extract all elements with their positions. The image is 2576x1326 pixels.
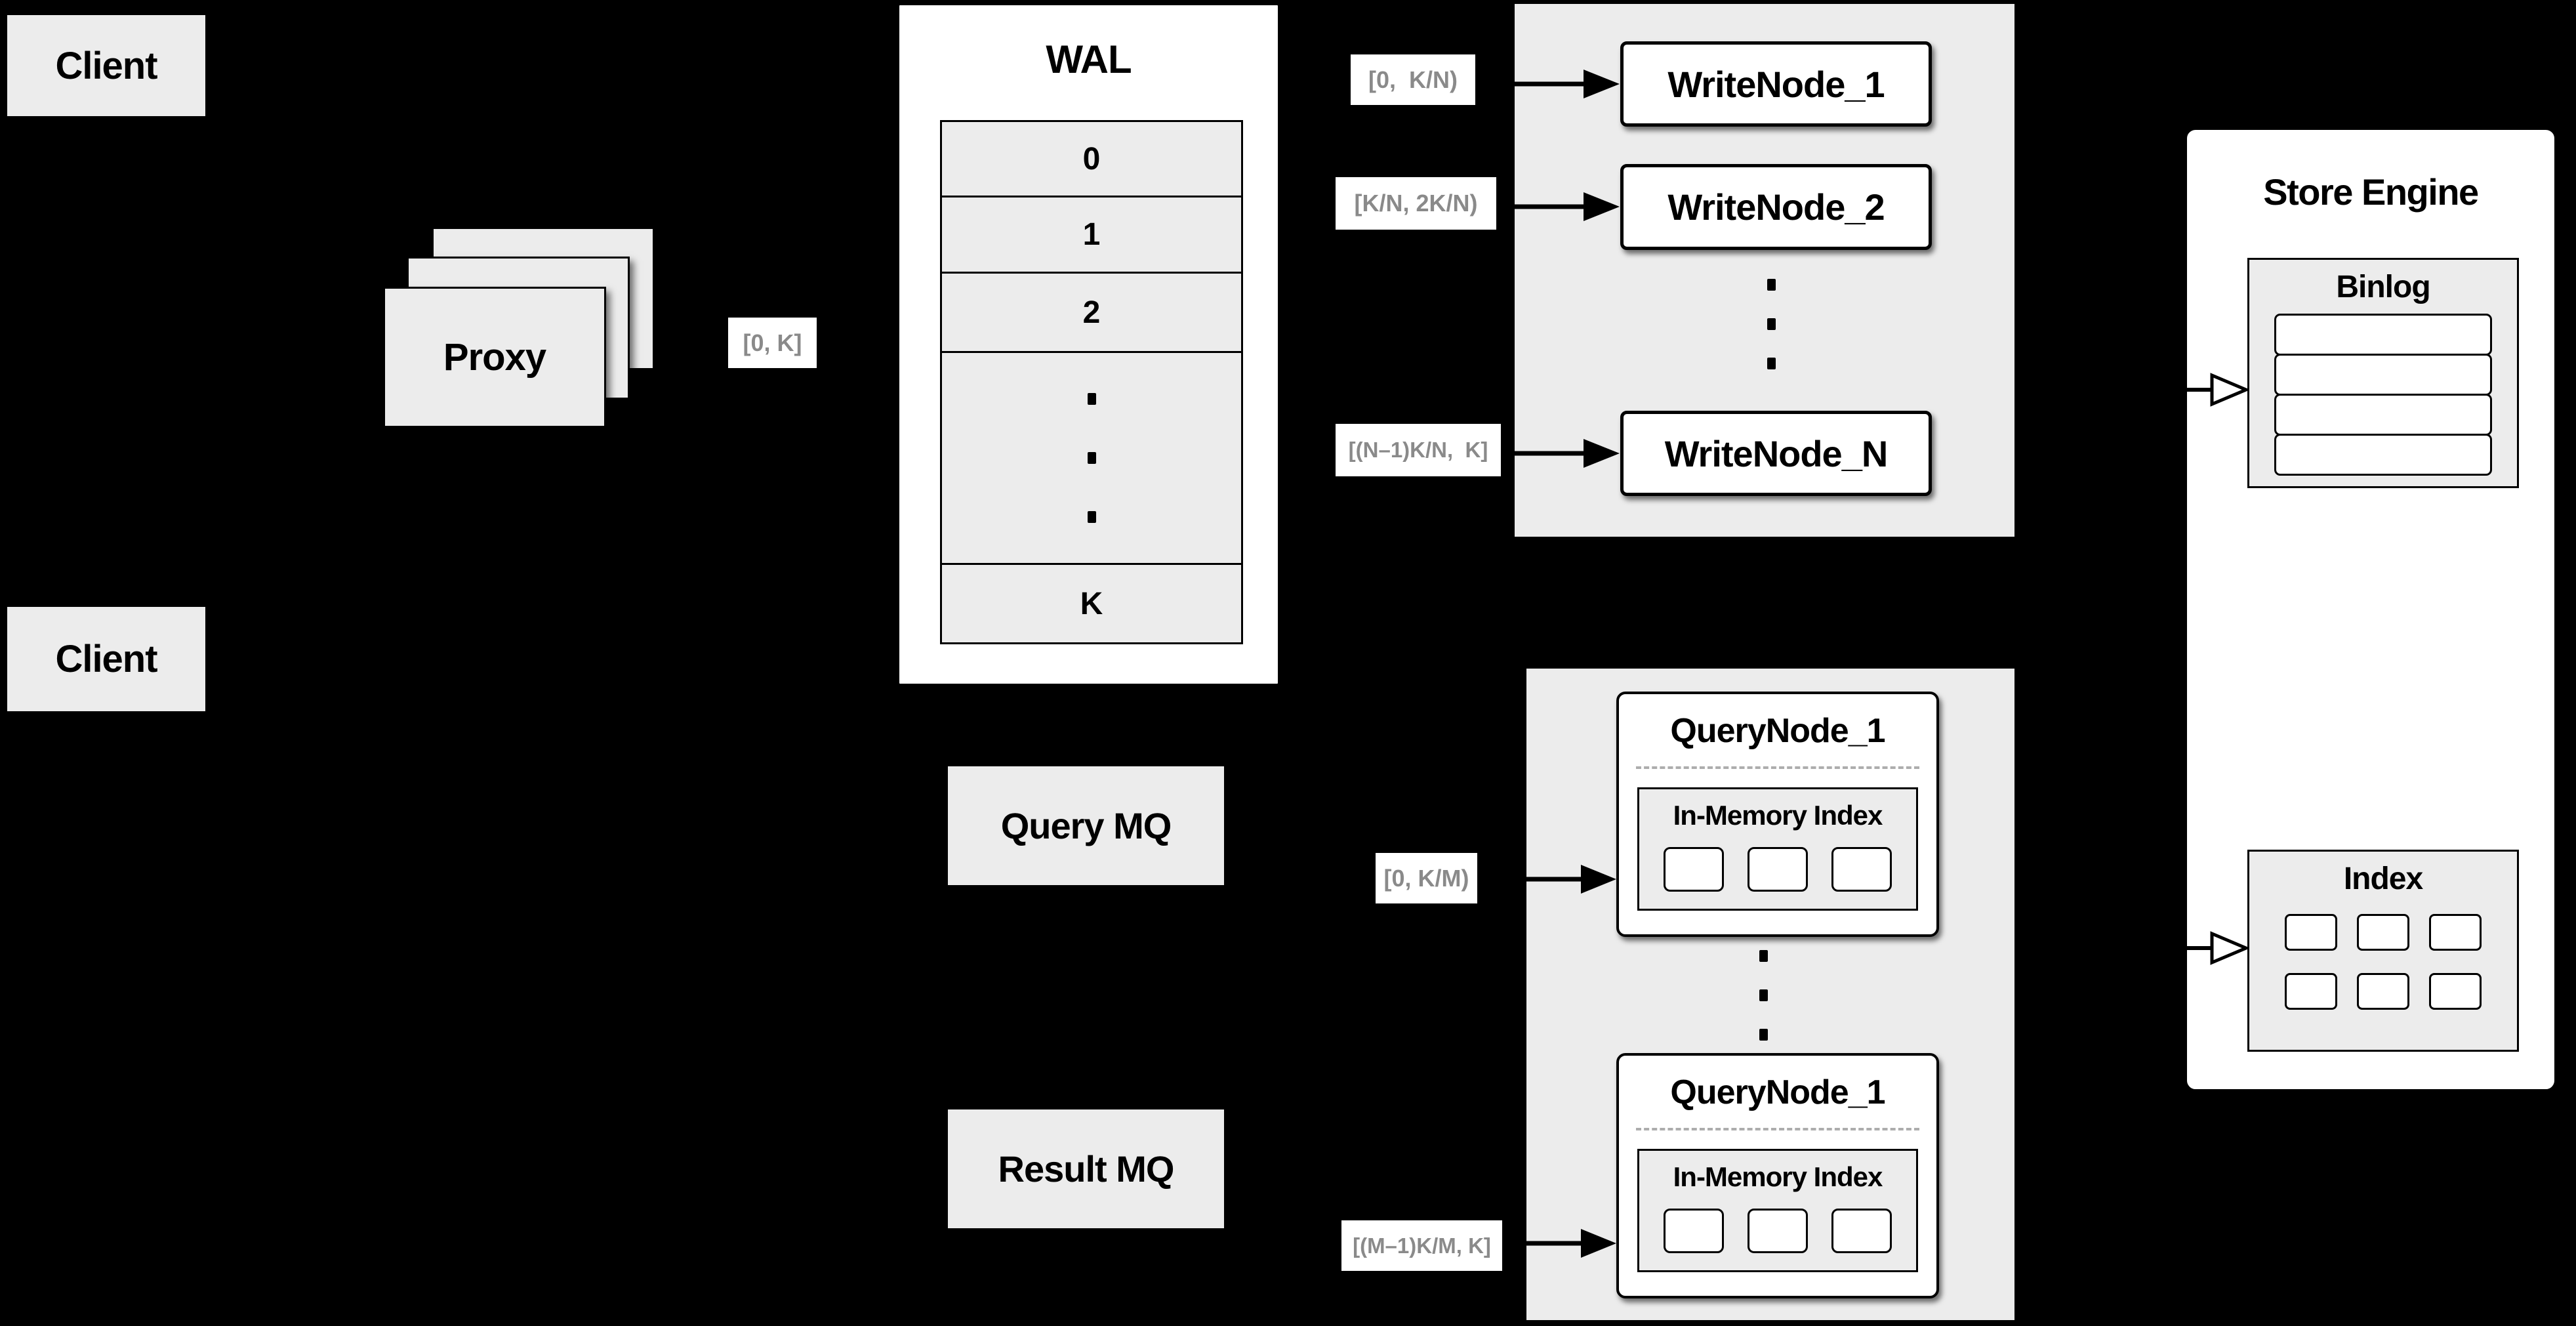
segment-cell	[1664, 847, 1724, 892]
arrow-to-writenode-n	[1513, 439, 1620, 468]
index-cell	[2285, 914, 2337, 951]
index-cell	[2357, 914, 2409, 951]
segment-cells	[1639, 1209, 1916, 1253]
dashed-divider	[1636, 766, 1919, 769]
binlog-box: Binlog	[2247, 258, 2519, 488]
range-label-write-1: [0, K/N)	[1351, 54, 1475, 105]
hollow-arrow-to-binlog	[2187, 373, 2249, 407]
dashed-divider	[1636, 1128, 1919, 1130]
query-node-top: QueryNode_1 In-Memory Index	[1616, 692, 1939, 937]
index-cells	[2249, 914, 2517, 1010]
index-title: Index	[2343, 861, 2423, 896]
result-mq-box: Result MQ	[946, 1108, 1226, 1230]
arrow-to-querynode-m	[1524, 1229, 1616, 1258]
index-row	[2249, 914, 2517, 951]
query-node-title: QueryNode_1	[1670, 712, 1885, 750]
index-cell	[2429, 973, 2482, 1010]
wal-cell-1: 1	[940, 196, 1243, 274]
range-label-proxy-out: [0, K]	[728, 318, 817, 368]
vertical-ellipsis-icon	[1759, 950, 1768, 1068]
client-box-bottom: Client	[5, 605, 207, 713]
index-cell	[2429, 914, 2482, 951]
query-node-title: QueryNode_1	[1670, 1073, 1885, 1111]
index-cell	[2357, 973, 2409, 1010]
in-memory-index-box: In-Memory Index	[1637, 787, 1918, 911]
wal-cell-0: 0	[940, 120, 1243, 197]
wal-box: WAL 0 1 2 K	[897, 3, 1280, 686]
client-label: Client	[55, 638, 157, 680]
query-mq-box: Query MQ	[946, 764, 1226, 887]
proxy-card-front: Proxy	[383, 287, 606, 428]
in-memory-index-label: In-Memory Index	[1673, 800, 1883, 831]
write-node-2: WriteNode_2	[1620, 164, 1932, 250]
wal-cell-k: K	[940, 563, 1243, 644]
range-label-query-1: [0, K/M)	[1376, 853, 1477, 903]
binlog-row	[2274, 394, 2492, 436]
binlog-row	[2274, 314, 2492, 356]
arrow-to-writenode-2	[1513, 192, 1620, 221]
binlog-row	[2274, 434, 2492, 476]
index-box: Index	[2247, 850, 2519, 1052]
segment-cell	[1831, 1209, 1892, 1253]
in-memory-index-box: In-Memory Index	[1637, 1149, 1918, 1272]
range-label-write-2: [K/N, 2K/N)	[1336, 177, 1496, 230]
index-row	[2249, 973, 2517, 1010]
store-engine-title: Store Engine	[2263, 171, 2479, 213]
segment-cell	[1664, 1209, 1724, 1253]
vertical-ellipsis-icon	[1767, 279, 1776, 397]
segment-cells	[1639, 847, 1916, 892]
segment-cell	[1831, 847, 1892, 892]
wal-cells: 0 1 2 K	[940, 120, 1243, 644]
write-node-1: WriteNode_1	[1620, 41, 1932, 127]
arrow-to-writenode-1	[1513, 70, 1620, 98]
segment-cell	[1748, 1209, 1808, 1253]
in-memory-index-label: In-Memory Index	[1673, 1161, 1883, 1192]
write-node-n: WriteNode_N	[1620, 411, 1932, 496]
segment-cell	[1748, 847, 1808, 892]
range-label-query-m: [(M–1)K/M, K]	[1341, 1220, 1502, 1271]
proxy-label: Proxy	[443, 336, 546, 379]
range-label-write-n: [(N–1)K/N, K]	[1336, 424, 1501, 476]
client-label: Client	[55, 44, 157, 87]
client-box-top: Client	[5, 13, 207, 118]
vertical-ellipsis-icon	[1087, 393, 1096, 570]
wal-cell-2: 2	[940, 272, 1243, 353]
binlog-title: Binlog	[2336, 270, 2430, 304]
hollow-arrow-to-index	[2187, 931, 2249, 965]
query-node-bottom: QueryNode_1 In-Memory Index	[1616, 1053, 1939, 1298]
index-cell	[2285, 973, 2337, 1010]
wal-title: WAL	[1046, 37, 1132, 81]
arrow-to-querynode-1	[1524, 865, 1616, 894]
binlog-rows	[2249, 314, 2517, 476]
wal-cell-ellipsis	[940, 351, 1243, 565]
binlog-row	[2274, 354, 2492, 396]
